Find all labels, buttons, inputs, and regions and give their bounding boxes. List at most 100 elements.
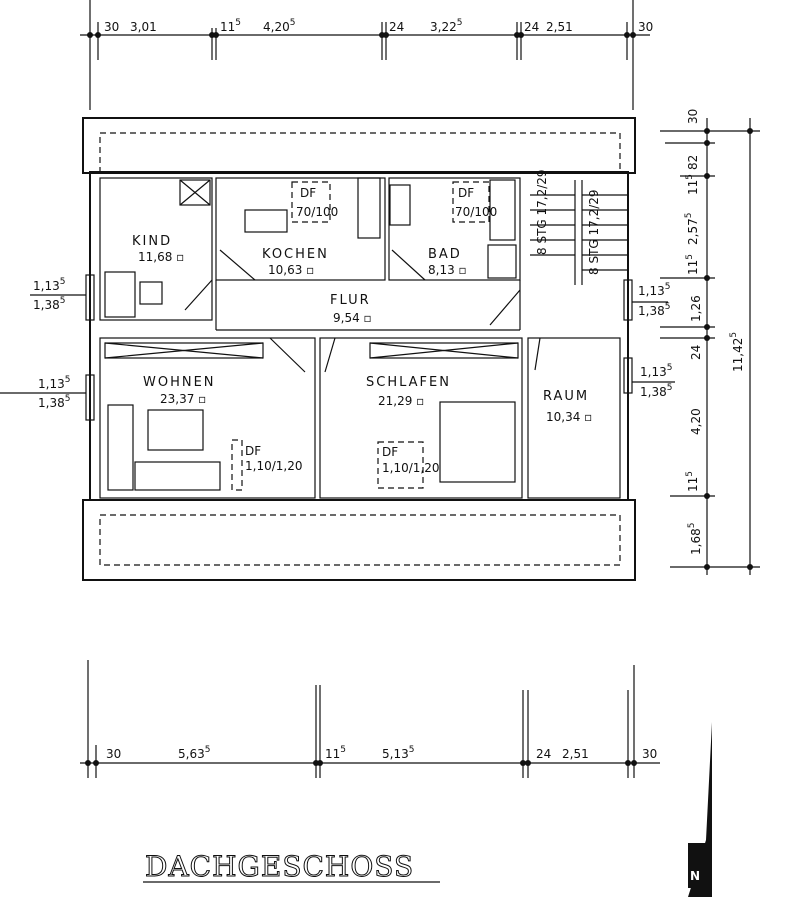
svg-text:8 STG 17,2/29: 8 STG 17,2/29	[535, 169, 549, 255]
skylight-wohnen-size: 1,10/1,20	[245, 459, 302, 473]
dim-top-0: 30	[104, 20, 119, 34]
skylight-kochen-label: DF	[300, 186, 316, 200]
svg-text:SCHLAFEN: SCHLAFEN	[366, 375, 451, 390]
room-schlafen-name: SCHLAFEN	[366, 375, 451, 390]
dim-bottom-0: 30	[106, 747, 121, 761]
skylight-bad-label: DF	[458, 186, 474, 200]
dim-bottom-6: 30	[642, 747, 657, 761]
window-3-height: 1,38	[640, 385, 667, 399]
skylight-wohnen-label: DF	[245, 444, 261, 458]
svg-text:DF: DF	[458, 186, 474, 200]
svg-text:N: N	[690, 869, 700, 883]
room-kind-name: KIND	[132, 234, 172, 249]
window-3-width-sup: 5	[667, 363, 673, 373]
dim-right-9: 1,68	[689, 528, 703, 555]
bottom-dimension-line: 30 5,635 115 5,135 24 2,51 30	[80, 660, 660, 778]
skylight-bad-size: 70/100	[455, 205, 497, 219]
dim-bottom-5: 2,51	[562, 747, 589, 761]
svg-text:3,225: 3,225	[430, 18, 462, 34]
svg-text:1,135: 1,135	[640, 363, 672, 379]
dim-top-7: 2,51	[546, 20, 573, 34]
room-raum-area: 10,34 ▫	[546, 410, 592, 424]
dim-right-2: 11	[686, 180, 700, 195]
window-1-height: 1,38	[38, 396, 65, 410]
dim-total: 11,42	[731, 338, 745, 372]
svg-text:KIND: KIND	[132, 234, 172, 249]
top-dimension-line: 30 3,01 115 4,205 24 3,225 24 2,51 30	[80, 0, 653, 110]
window-0-height: 1,38	[33, 298, 60, 312]
svg-text:115: 115	[325, 745, 346, 761]
svg-text:10,34 ▫: 10,34 ▫	[546, 410, 592, 424]
dim-top-8: 30	[638, 20, 653, 34]
svg-text:82: 82	[686, 155, 700, 170]
window-labels: 1,135 1,385 1,135 1,385 1,135 1,385 1,13…	[0, 274, 675, 421]
svg-text:10,63 ▫: 10,63 ▫	[268, 263, 314, 277]
svg-text:FLUR: FLUR	[330, 293, 371, 308]
dim-total-sup: 5	[729, 332, 739, 338]
svg-text:DF: DF	[245, 444, 261, 458]
svg-text:11,425: 11,425	[729, 332, 745, 372]
svg-text:30: 30	[642, 747, 657, 761]
svg-text:4,205: 4,205	[263, 18, 295, 34]
svg-text:30: 30	[106, 747, 121, 761]
room-bad-name: BAD	[428, 247, 462, 262]
svg-text:70/100: 70/100	[296, 205, 338, 219]
svg-text:24: 24	[389, 20, 404, 34]
svg-text:1,385: 1,385	[38, 394, 70, 410]
dim-top-5: 3,22	[430, 20, 457, 34]
window-3-width: 1,13	[640, 365, 667, 379]
svg-text:KOCHEN: KOCHEN	[262, 247, 329, 262]
dim-bottom-4: 24	[536, 747, 551, 761]
dim-bottom-1-sup: 5	[205, 745, 211, 755]
svg-text:2,51: 2,51	[562, 747, 589, 761]
dim-right-8: 11	[686, 477, 700, 492]
svg-text:1,135: 1,135	[638, 282, 670, 298]
svg-text:WOHNEN: WOHNEN	[143, 375, 216, 390]
dim-bottom-3: 5,13	[382, 747, 409, 761]
svg-text:1,685: 1,685	[687, 523, 703, 555]
room-raum-name: RAUM	[543, 389, 589, 404]
dim-right-4: 11	[686, 260, 700, 275]
skylight-schlafen-label: DF	[382, 445, 398, 459]
svg-text:115: 115	[685, 254, 700, 275]
dim-top-3: 4,20	[263, 20, 290, 34]
dim-top-1: 3,01	[130, 20, 157, 34]
svg-text:115: 115	[685, 471, 700, 492]
room-kind-area: 11,68 ▫	[138, 250, 184, 264]
skylights: DF 70/100 DF 70/100 DF 1,10/1,20 DF 1,10…	[231, 181, 497, 491]
dim-bottom-2: 11	[325, 747, 340, 761]
dim-bottom-3-sup: 5	[409, 745, 415, 755]
stairs: 8 STG 17,2/29 8 STG 17,2/29	[530, 169, 628, 285]
svg-text:RAUM: RAUM	[543, 389, 589, 404]
skylight-schlafen-size: 1,10/1,20	[382, 461, 439, 475]
room-kochen-area: 10,63 ▫	[268, 263, 314, 277]
room-flur-name: FLUR	[330, 293, 371, 308]
window-1-height-sup: 5	[65, 394, 71, 404]
dim-top-2: 11	[220, 20, 235, 34]
room-bad-area: 8,13 ▫	[428, 263, 467, 277]
svg-text:DF: DF	[300, 186, 316, 200]
walls	[89, 171, 629, 501]
svg-text:115: 115	[220, 18, 241, 34]
north-arrow-icon: N	[688, 722, 712, 897]
plan-title: DACHGESCHOSS	[145, 850, 414, 883]
svg-text:5,635: 5,635	[178, 745, 210, 761]
svg-text:1,135: 1,135	[33, 277, 65, 293]
dim-bottom-1: 5,63	[178, 747, 205, 761]
dim-top-4: 24	[389, 20, 404, 34]
dim-right-9-sup: 5	[687, 523, 697, 529]
dim-top-6: 24	[524, 20, 539, 34]
svg-text:DF: DF	[382, 445, 398, 459]
svg-text:11,68 ▫: 11,68 ▫	[138, 250, 184, 264]
window-2-width: 1,13	[638, 284, 665, 298]
room-wohnen-area: 23,37 ▫	[160, 392, 206, 406]
svg-text:3,01: 3,01	[130, 20, 157, 34]
room-kochen-name: KOCHEN	[262, 247, 329, 262]
window-2-height-sup: 5	[665, 302, 671, 312]
svg-text:21,29 ▫: 21,29 ▫	[378, 394, 424, 408]
svg-text:2,51: 2,51	[546, 20, 573, 34]
room-flur-area: 9,54 ▫	[333, 311, 372, 325]
dim-right-2-sup: 5	[685, 174, 695, 180]
dim-top-2-sup: 5	[235, 18, 241, 28]
skylight-kochen-size: 70/100	[296, 205, 338, 219]
